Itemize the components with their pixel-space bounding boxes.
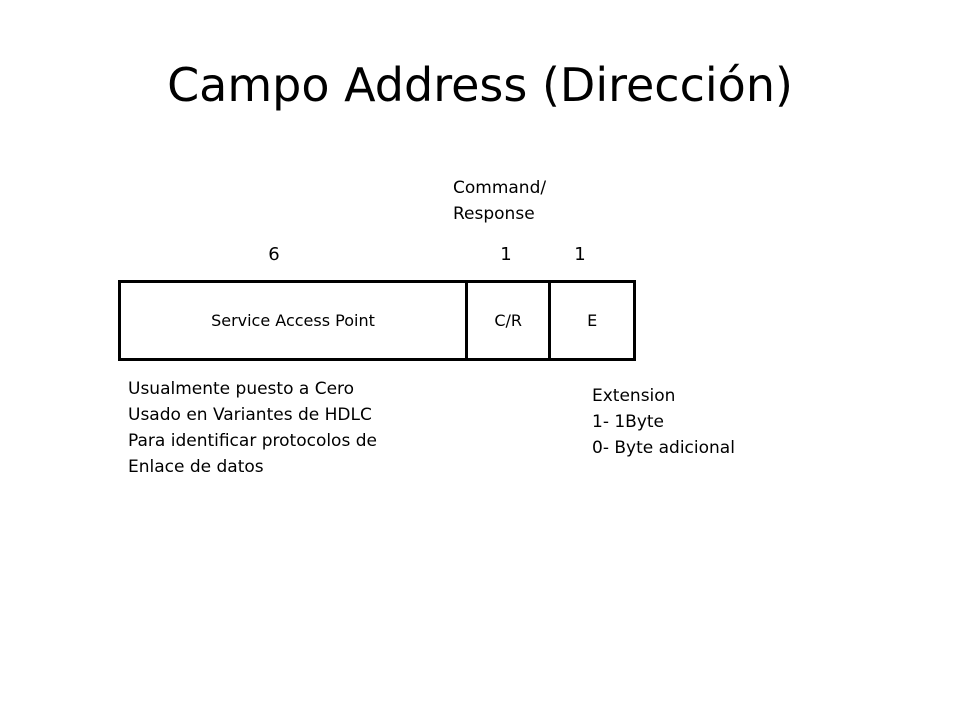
- address-field-frame: Service Access Point C/R E: [118, 280, 636, 361]
- extension-description-line: 0- Byte adicional: [592, 438, 735, 458]
- sap-description-line: Enlace de datos: [128, 457, 264, 477]
- command-response-label: Command/ Response: [453, 175, 546, 227]
- command-response-label-line: Response: [453, 204, 535, 224]
- extension-description-line: Extension: [592, 386, 676, 406]
- sap-description: Usualmente puesto a Cero Usado en Varian…: [128, 376, 377, 480]
- bit-width-sap: 6: [268, 244, 280, 265]
- sap-description-line: Para identificar protocolos de: [128, 431, 377, 451]
- field-service-access-point: Service Access Point: [211, 311, 375, 330]
- sap-description-line: Usado en Variantes de HDLC: [128, 405, 372, 425]
- command-response-label-line: Command/: [453, 178, 547, 198]
- extension-description-line: 1- 1Byte: [592, 412, 665, 432]
- slide-title: Campo Address (Dirección): [167, 58, 793, 112]
- bit-width-cr: 1: [500, 244, 512, 265]
- field-command-response: C/R: [464, 283, 549, 358]
- sap-description-line: Usualmente puesto a Cero: [128, 379, 355, 399]
- bit-width-e: 1: [574, 244, 586, 265]
- field-extension: E: [548, 283, 633, 358]
- extension-description: Extension 1- 1Byte 0- Byte adicional: [592, 383, 735, 461]
